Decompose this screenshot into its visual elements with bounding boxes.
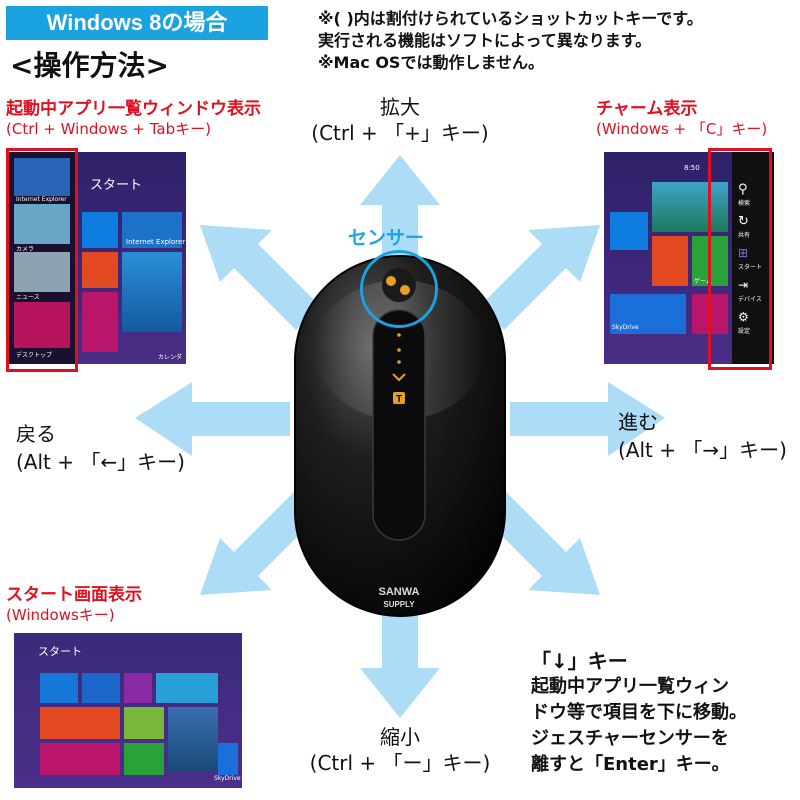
mail-tile (82, 212, 118, 248)
mouse-sensor-mark: T (396, 394, 402, 405)
start-flower-tile (40, 743, 120, 775)
share-icon: ↻ (738, 214, 749, 229)
windows8-badge: Windows 8の場合 (6, 6, 268, 40)
note-line-3: ※Mac OSでは動作しません。 (318, 53, 544, 72)
zoom-in-label: 拡大 (Ctrl + 「+」キー) (305, 94, 495, 146)
charms-keys: (Windows + 「C」キー) (596, 120, 768, 138)
arrow-down-left (200, 490, 320, 595)
devices-icon: ⇥ (738, 278, 749, 292)
charm-settings-label: 設定 (738, 328, 751, 335)
start-store-tile (124, 743, 164, 775)
charms-skydrive-tile (610, 294, 686, 334)
arrow-left (135, 382, 290, 456)
start-weather-tile (156, 673, 218, 703)
mouse: T SANWA SUPPLY (294, 255, 506, 617)
mouse-brand-bottom: SUPPLY (383, 600, 415, 609)
app-list-label-1: Internet Explorer (16, 196, 67, 203)
people-tile (82, 252, 118, 288)
start-green-tile (124, 707, 164, 739)
charms-header: 8:50 (684, 164, 700, 172)
charm-search-label: 検索 (738, 200, 751, 207)
start-photo-tile (168, 707, 218, 771)
charms-orange-tile (652, 236, 688, 286)
start-ie-tile (82, 673, 120, 703)
operation-heading: <操作方法> (10, 49, 169, 82)
zoom-out-label: 縮小 (Ctrl + 「ー」キー) (300, 724, 500, 776)
arrow-down-right (480, 490, 600, 595)
sensor-ring (360, 250, 438, 328)
start-people-tile (40, 707, 120, 739)
start-screen-title: スタート画面表示 (6, 585, 142, 605)
app-thumb-1 (14, 158, 70, 196)
note-line-1: ※( )内は割付けられているショットカットキーです。 (318, 9, 703, 28)
calendar-label: カレンダー (158, 354, 183, 364)
back-keys: (Alt + 「←」キー) (16, 450, 185, 474)
arrow-up-left (200, 225, 320, 330)
down-desc-4: 離すと「Enter」キー。 (531, 754, 730, 775)
zoom-in-keys: (Ctrl + 「+」キー) (311, 121, 489, 145)
down-desc-3: ジェスチャーセンサーを (531, 728, 729, 749)
app-thumb-4 (14, 302, 70, 348)
arrow-right (510, 382, 665, 456)
charms-screenshot: ゲーム SkyDrive 8:50 ⚲ 検索 ↻ 共有 ⊞ スタート ⇥ デバイ… (604, 152, 774, 364)
settings-icon: ⚙ (738, 310, 749, 324)
forward-title: 進む (618, 410, 658, 434)
start-title: スタート (90, 178, 143, 193)
app-switch-keys: (Ctrl + Windows + Tabキー) (6, 120, 211, 138)
zoom-out-keys: (Ctrl + 「ー」キー) (309, 751, 491, 775)
down-desc-2: ドウ等で項目を下に移動。 (531, 702, 747, 723)
charm-bar (732, 152, 774, 364)
charm-share-label: 共有 (738, 232, 751, 239)
start-purple-tile (124, 673, 152, 703)
charms-game-label: ゲーム (694, 278, 712, 285)
arrow-up-right (480, 225, 600, 330)
arrow-down (360, 610, 440, 718)
forward-label: 進む (Alt + 「→」キー) (618, 408, 787, 464)
charms-skydrive-label: SkyDrive (612, 324, 639, 331)
charms-photo-tile (652, 182, 728, 232)
forward-keys: (Alt + 「→」キー) (618, 438, 787, 462)
down-key-description: 「↓」キー 起動中アプリ一覧ウィン ドウ等で項目を下に移動。 ジェスチャーセンサ… (531, 648, 747, 778)
back-label: 戻る (Alt + 「←」キー) (16, 420, 185, 476)
search-icon: ⚲ (738, 182, 748, 197)
start-screenshot: スタート SkyDrive (14, 633, 242, 788)
photo-tile (122, 252, 182, 332)
start-icon: ⊞ (738, 246, 749, 260)
down-key-title: 「↓」キー (531, 649, 628, 673)
start-mail-tile (40, 673, 78, 703)
start-screen-title-text: スタート (38, 645, 82, 658)
app-switch-screenshot: スタート Internet Explorer カレンダー Internet Ex… (8, 152, 186, 364)
notes: ※( )内は割付けられているショットカットキーです。 実行される機能はソフトによ… (318, 8, 798, 74)
note-line-2: 実行される機能はソフトによって異なります。 (318, 31, 652, 50)
app-list-label-4: デスクトップ (16, 352, 53, 359)
charm-bar-highlight (708, 148, 772, 370)
start-skydrive-tile (218, 743, 238, 775)
app-thumb-2 (14, 204, 70, 244)
ie-tile-label: Internet Explorer (126, 238, 186, 246)
app-thumb-3 (14, 252, 70, 292)
app-list-highlight (6, 148, 78, 372)
charms-blue-tile (610, 212, 648, 250)
zoom-in-title: 拡大 (380, 95, 420, 119)
sensor-label: センサー (348, 227, 425, 249)
zoom-out-title: 縮小 (380, 725, 420, 749)
start-skydrive-label: SkyDrive (214, 775, 241, 782)
red-flower-tile (82, 292, 118, 352)
down-desc-1: 起動中アプリ一覧ウィン (531, 676, 729, 697)
start-screen-keys: (Windowsキー) (6, 606, 115, 624)
mouse-brand-top: SANWA (379, 586, 420, 598)
charms-title: チャーム表示 (596, 99, 698, 119)
app-switch-title: 起動中アプリ一覧ウィンドウ表示 (6, 99, 261, 119)
back-title: 戻る (16, 422, 56, 446)
charm-devices-label: デバイス (738, 296, 762, 303)
app-list-label-2: カメラ (16, 246, 35, 253)
charm-start-label: スタート (738, 264, 763, 271)
app-list-label-3: ニュース (16, 294, 40, 301)
arrow-up (360, 155, 440, 270)
ie-tile (122, 212, 182, 248)
